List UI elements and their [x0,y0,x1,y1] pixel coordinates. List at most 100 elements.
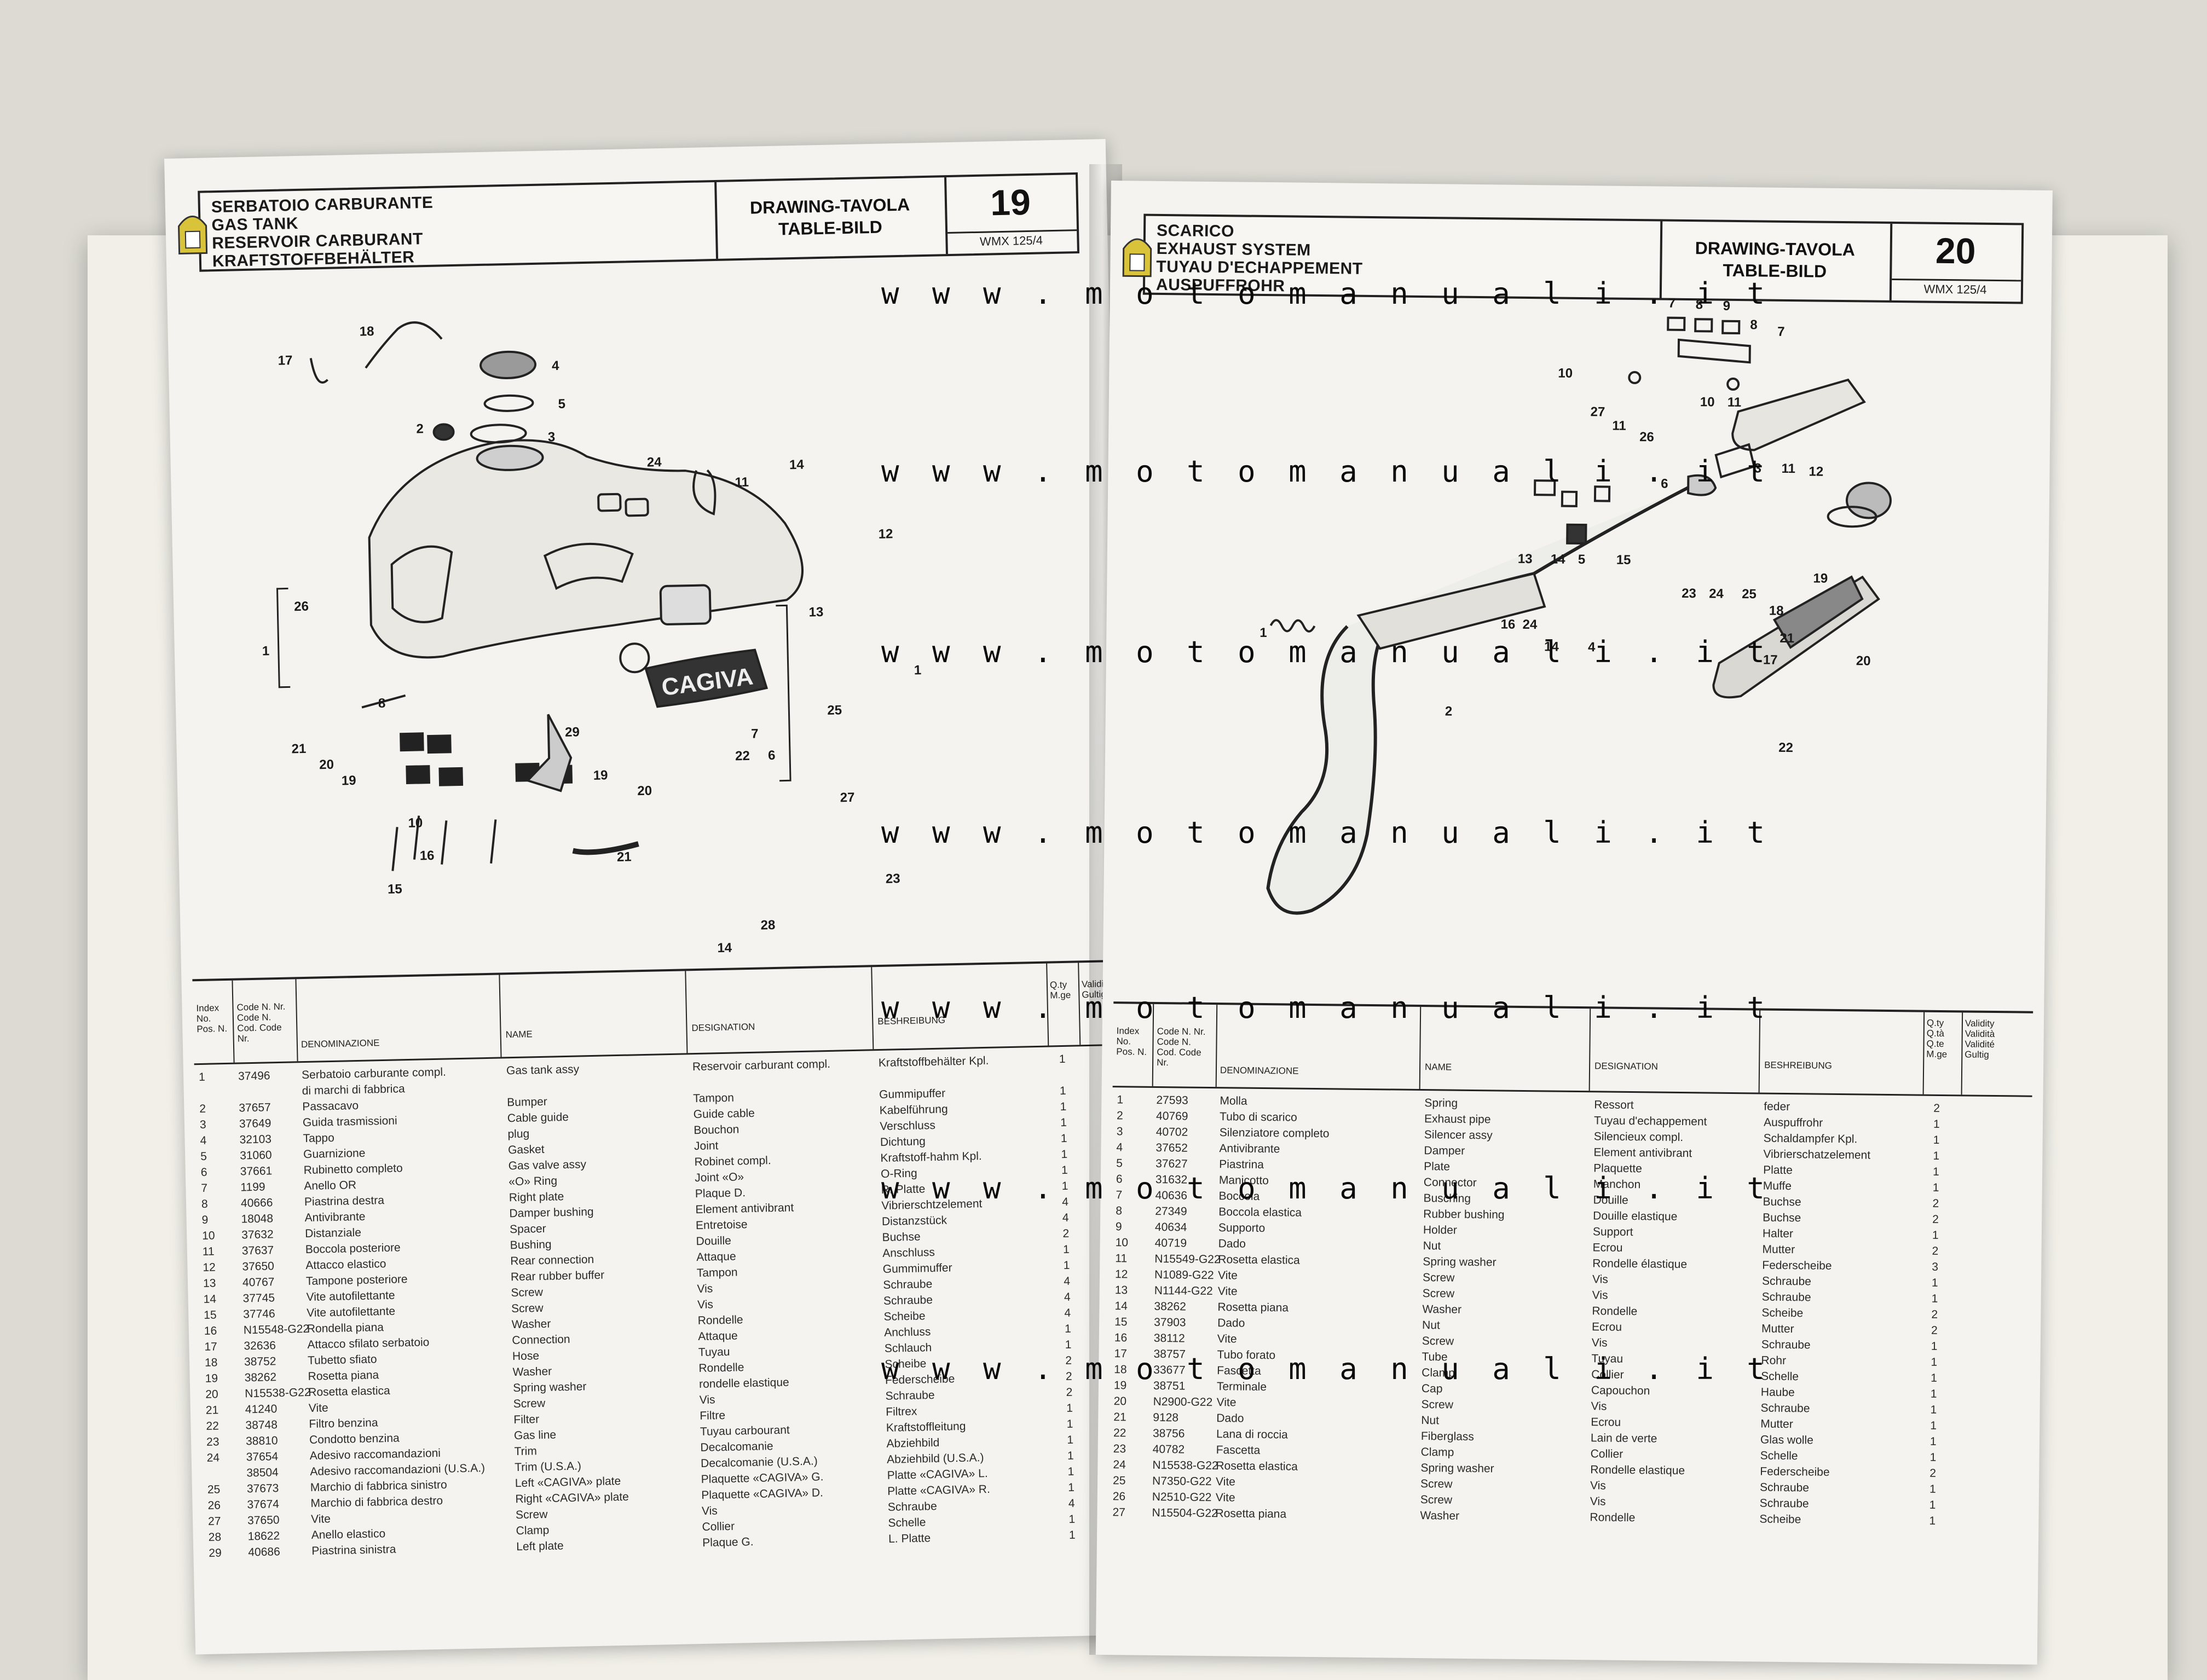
callout-label: 11 [735,474,749,490]
cell-n: Screw [513,1397,546,1411]
cell-c: 40634 [1154,1220,1187,1234]
cell-d: Rondella piana [307,1321,384,1336]
col-index: Index No. Pos. N. [196,1003,228,1035]
cell-n: Washer [511,1317,551,1331]
cell-i: 26 [207,1499,221,1512]
callout-label: 8 [378,696,386,711]
cell-d: Supporto [1218,1221,1266,1235]
col-designation: DESIGNATION [691,1021,755,1034]
drawing-label: DRAWING-TAVOLA TABLE-BILD [726,193,935,241]
cell-q: 1 [1929,1451,1937,1464]
cell-d: Rubinetto completo [303,1162,403,1177]
cell-c: 37903 [1154,1316,1186,1329]
cell-i: 7 [201,1181,208,1195]
cell-n: Clamp [1420,1446,1454,1459]
cell-g: Plaquette «CAGIVA» D. [701,1486,824,1502]
cell-c: N7350-G22 [1152,1474,1212,1488]
col-name: NAME [1424,1062,1452,1073]
cell-b: Schelle [1760,1449,1798,1463]
callout-label: 7 [750,726,759,741]
cell-q: 2 [1062,1227,1070,1241]
cell-c: 38504 [246,1466,279,1480]
cell-b: Schraube [1761,1275,1812,1288]
cell-i: 21 [1113,1411,1126,1424]
cell-d: Rosetta elastica [1218,1253,1300,1267]
cell-n: Spring washer [1420,1462,1494,1475]
cell-g: Entretoise [695,1218,748,1232]
drawing-number: 20 [1935,230,1976,271]
cell-d: Silenziatore completo [1219,1126,1330,1140]
drawing-tavola-label: DRAWING-TAVOLA [1695,238,1855,260]
callout-label: 16 [419,848,435,864]
cell-c: 31060 [239,1149,272,1162]
drawing-number: 19 [990,181,1031,223]
cell-b: Mutter [1760,1417,1793,1431]
cell-i: 3 [1116,1125,1123,1138]
cell-g: Vis [1591,1400,1607,1413]
cell-g: Collier [1590,1447,1624,1461]
watermark-text: w w w . m o t o m a n u a l i . i t [881,1171,1772,1206]
cell-i: 16 [1114,1331,1128,1345]
cell-n: Screw [515,1508,548,1522]
cell-g: Silencieux compl. [1593,1130,1684,1144]
callout-label: 11 [1781,461,1796,477]
callout-label: 24 [646,455,662,470]
cell-g: Bouchon [694,1123,739,1137]
cell-c: 37650 [247,1514,280,1527]
cell-d: Dado [1216,1412,1244,1425]
cell-n: Screw [511,1285,544,1300]
cell-i: 10 [201,1229,215,1242]
cell-i: 22 [1113,1427,1126,1440]
cell-q: 1 [1064,1322,1072,1336]
callout-label: 1 [262,644,270,659]
cell-b: Filtrex [886,1405,917,1418]
cell-b: Kraftstoff-hahm Kpl. [880,1150,982,1165]
table-bild-label: TABLE-BILD [778,217,883,239]
callout-label: 26 [293,599,309,615]
cell-q: 2 [1932,1197,1939,1210]
cell-i: 2 [199,1102,206,1116]
cell-n: Gas line [513,1428,557,1443]
callout-label: 11 [1612,418,1626,433]
cell-d: Marchio di fabbrica destro [310,1494,443,1510]
cell-b: Vibrierschatzelement [1763,1148,1871,1162]
cell-q: 1 [1067,1433,1074,1446]
cell-c: 37746 [243,1307,275,1321]
cell-n: Spring [1424,1097,1458,1110]
watermark-text: w w w . m o t o m a n u a l i . i t [881,815,1772,850]
cell-c: 37673 [246,1482,279,1496]
cell-b: Kabelführung [879,1103,948,1117]
cell-i: 14 [203,1293,217,1306]
callout-label: 23 [1682,586,1696,601]
callout-label: 20 [1856,653,1871,669]
callout-label: 26 [1639,430,1654,445]
cell-b: Auspuffrohr [1763,1116,1823,1129]
cell-b: Schraube [1761,1338,1811,1352]
callout-label: 19 [341,773,356,789]
callout-label: 22 [735,748,750,764]
cell-i: 28 [208,1531,222,1544]
cell-b: feder [1764,1100,1790,1114]
cell-b: Scheibe [1761,1306,1804,1320]
divider [714,182,719,259]
cell-b: Schraube [1760,1401,1810,1415]
cell-d: Tappo [303,1131,335,1145]
cell-q: 1 [1932,1229,1939,1242]
col-code: Code N. Nr. Code N. Cod. Code Nr. [1157,1026,1206,1068]
callout-label: 29 [564,725,580,740]
callout-label: 4 [551,358,559,374]
cell-g: Rondelle [698,1361,744,1375]
drawing-tavola-label: DRAWING-TAVOLA [749,194,910,218]
cell-q: 1 [1930,1403,1937,1416]
cell-n: Trim (U.S.A.) [514,1459,582,1474]
cell-g: Attaque [696,1250,736,1264]
divider [1892,278,2021,282]
watermark-text: w w w . m o t o m a n u a l i . i t [881,454,1772,489]
cell-d: Fascetta [1216,1444,1261,1457]
cell-i: 11 [1115,1252,1128,1265]
cell-g: Element antivibrant [1593,1146,1692,1160]
cell-i: 2 [1116,1109,1123,1122]
model-code: WMX 125/4 [1923,282,1987,297]
cell-d: Distanziale [304,1226,362,1241]
